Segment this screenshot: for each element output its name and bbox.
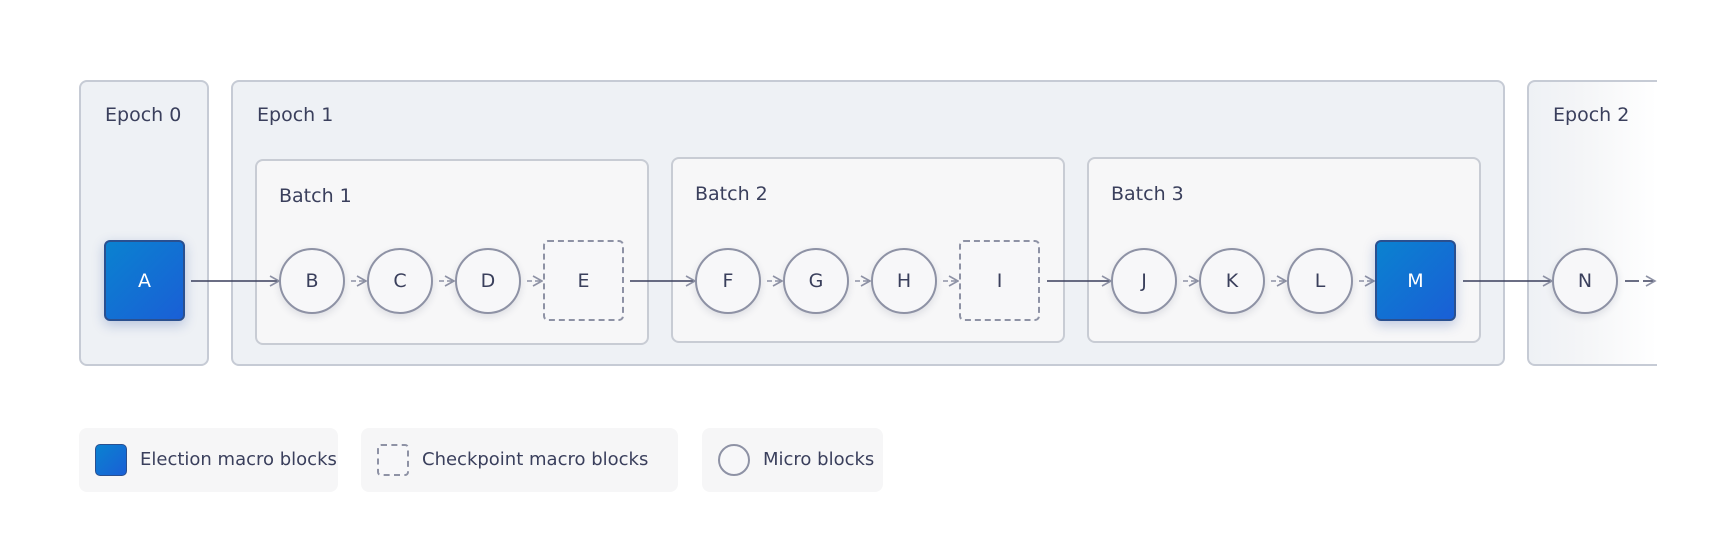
legend-micro: Micro blocks bbox=[702, 428, 883, 492]
epoch-2-label: Epoch 2 bbox=[1553, 104, 1630, 126]
block-c[interactable]: C bbox=[367, 248, 433, 314]
block-n[interactable]: N bbox=[1552, 248, 1618, 314]
batch-2-label: Batch 2 bbox=[695, 183, 768, 205]
block-l[interactable]: L bbox=[1287, 248, 1353, 314]
block-m[interactable]: M bbox=[1375, 240, 1456, 321]
block-a[interactable]: A bbox=[104, 240, 185, 321]
batch-3-label: Batch 3 bbox=[1111, 183, 1184, 205]
block-d[interactable]: D bbox=[455, 248, 521, 314]
epoch-1-label: Epoch 1 bbox=[257, 104, 334, 126]
block-h[interactable]: H bbox=[871, 248, 937, 314]
block-j[interactable]: J bbox=[1111, 248, 1177, 314]
election-swatch-icon bbox=[95, 444, 127, 476]
epoch-0: Epoch 0 bbox=[79, 80, 209, 366]
block-f[interactable]: F bbox=[695, 248, 761, 314]
epoch-0-label: Epoch 0 bbox=[105, 104, 182, 126]
legend-checkpoint-label: Checkpoint macro blocks bbox=[422, 449, 649, 470]
block-g[interactable]: G bbox=[783, 248, 849, 314]
block-k[interactable]: K bbox=[1199, 248, 1265, 314]
block-e[interactable]: E bbox=[543, 240, 624, 321]
epoch-2: Epoch 2 bbox=[1527, 80, 1657, 366]
legend-checkpoint: Checkpoint macro blocks bbox=[361, 428, 678, 492]
legend-micro-label: Micro blocks bbox=[763, 449, 875, 470]
legend-election: Election macro blocks bbox=[79, 428, 338, 492]
micro-swatch-icon bbox=[718, 444, 750, 476]
batch-1-label: Batch 1 bbox=[279, 185, 352, 207]
checkpoint-swatch-icon bbox=[377, 444, 409, 476]
block-b[interactable]: B bbox=[279, 248, 345, 314]
legend-election-label: Election macro blocks bbox=[140, 449, 337, 470]
block-i[interactable]: I bbox=[959, 240, 1040, 321]
